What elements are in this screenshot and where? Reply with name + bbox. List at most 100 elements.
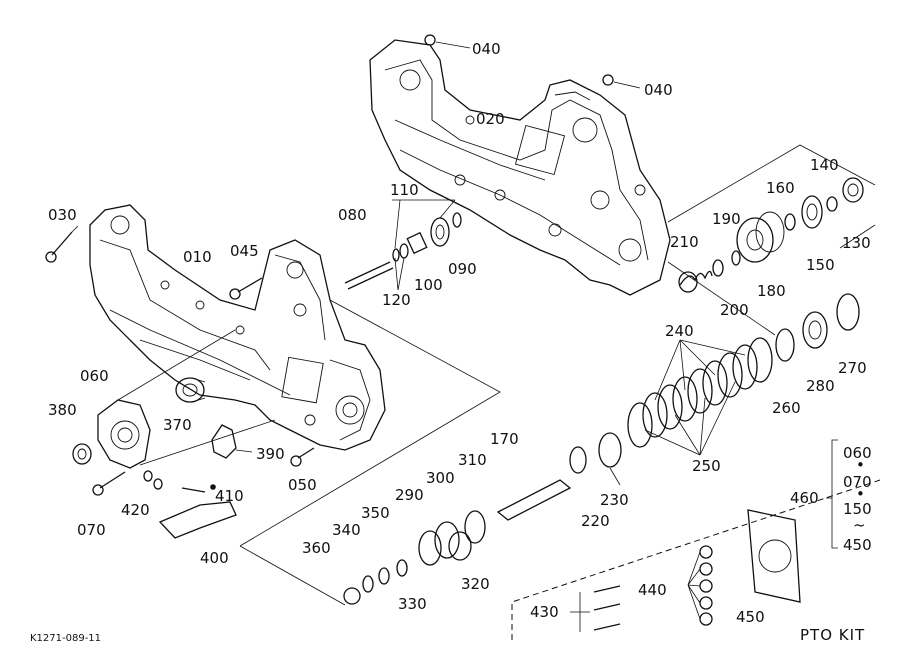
group-frame-lower <box>239 299 621 606</box>
label-270: 270 <box>838 359 867 377</box>
bolt-045 <box>229 277 263 300</box>
label-210: 210 <box>670 233 699 251</box>
label-260: 260 <box>772 399 801 417</box>
kit-range-070: 070 <box>843 473 872 491</box>
label-080: 080 <box>338 206 367 224</box>
label-220: 220 <box>581 512 610 530</box>
bolt-040-top <box>424 34 471 49</box>
label-110: 110 <box>390 181 419 199</box>
pin-410 <box>181 484 216 493</box>
label-240: 240 <box>665 322 694 340</box>
pins-420 <box>143 470 163 490</box>
drawing-code: K1271-089-11 <box>30 633 101 644</box>
label-060: 060 <box>80 367 109 385</box>
label-380: 380 <box>48 401 77 419</box>
label-180: 180 <box>757 282 786 300</box>
label-150: 150 <box>806 256 835 274</box>
plate-290 <box>418 530 442 566</box>
label-070: 070 <box>77 521 106 539</box>
shaft-170 <box>496 479 572 521</box>
gear-310 <box>464 510 486 544</box>
ring-270 <box>836 293 860 331</box>
clutch-housing-180 <box>736 211 785 263</box>
kit-range-060: 060 <box>843 444 872 462</box>
ring-190 <box>731 250 741 266</box>
kit-range-450: 450 <box>843 536 872 554</box>
label-460: 460 <box>790 489 819 507</box>
label-230: 230 <box>600 491 629 509</box>
label-330: 330 <box>398 595 427 613</box>
lower-housing-drawing <box>89 204 386 451</box>
label-160: 160 <box>766 179 795 197</box>
washer-160 <box>784 213 796 231</box>
snap-ring-220 <box>569 446 587 474</box>
label-200: 200 <box>720 301 749 319</box>
label-040-top: 040 <box>472 40 501 58</box>
leader-120 <box>394 257 405 291</box>
gear-090 <box>430 212 462 247</box>
label-430: 430 <box>530 603 559 621</box>
gear-320 <box>448 531 472 561</box>
label-350: 350 <box>361 504 390 522</box>
label-420: 420 <box>121 501 150 519</box>
kit-range-dot-2: • <box>856 485 865 503</box>
pto-kit-title: PTO KIT <box>800 626 865 644</box>
bracket-460 <box>826 439 838 549</box>
label-360: 360 <box>302 539 331 557</box>
bearing-130 <box>842 177 864 203</box>
label-045: 045 <box>230 242 259 260</box>
washer-200 <box>712 259 724 277</box>
label-170: 170 <box>490 430 519 448</box>
kit-range-tilde: ~ <box>853 516 866 534</box>
label-440: 440 <box>638 581 667 599</box>
label-130: 130 <box>842 234 871 252</box>
group-frame-upper-right <box>667 144 876 336</box>
bearing-370 <box>175 377 206 403</box>
cover-060 <box>97 329 276 469</box>
label-050: 050 <box>288 476 317 494</box>
leader-240 <box>654 339 746 401</box>
shaft-080 <box>344 261 394 290</box>
gear-150 <box>801 195 823 229</box>
bracket-390 <box>211 424 253 459</box>
washer-340 <box>362 575 374 593</box>
label-040-right: 040 <box>644 81 673 99</box>
bolt-070 <box>92 471 126 496</box>
label-100: 100 <box>414 276 443 294</box>
label-290: 290 <box>395 486 424 504</box>
label-390: 390 <box>256 445 285 463</box>
label-090: 090 <box>448 260 477 278</box>
bolt-040-right <box>602 74 641 89</box>
label-020: 020 <box>476 110 505 128</box>
label-250: 250 <box>692 457 721 475</box>
kit-range-150: 150 <box>843 500 872 518</box>
label-450: 450 <box>736 608 765 626</box>
label-300: 300 <box>426 469 455 487</box>
plate-230 <box>598 432 622 468</box>
upper-housing-drawing <box>369 39 671 296</box>
leader-110 <box>392 199 456 249</box>
label-120: 120 <box>382 291 411 309</box>
kit-range-dot-1: • <box>856 456 865 474</box>
disc-300 <box>434 521 460 559</box>
washer-350 <box>378 567 390 585</box>
label-400: 400 <box>200 549 229 567</box>
ring-360 <box>343 587 361 605</box>
label-370: 370 <box>163 416 192 434</box>
nuts-440 <box>687 545 713 626</box>
label-410: 410 <box>215 487 244 505</box>
washer-330 <box>396 559 408 577</box>
label-280: 280 <box>806 377 835 395</box>
seal-380 <box>72 443 92 465</box>
bolt-030 <box>45 225 79 263</box>
studs-430 <box>570 585 621 632</box>
bolt-050 <box>290 447 315 467</box>
gasket-450 <box>747 509 801 603</box>
label-140: 140 <box>810 156 839 174</box>
clutch-plates <box>627 337 773 448</box>
label-190: 190 <box>712 210 741 228</box>
ring-260 <box>775 328 795 362</box>
hub-280 <box>802 311 828 349</box>
label-310: 310 <box>458 451 487 469</box>
